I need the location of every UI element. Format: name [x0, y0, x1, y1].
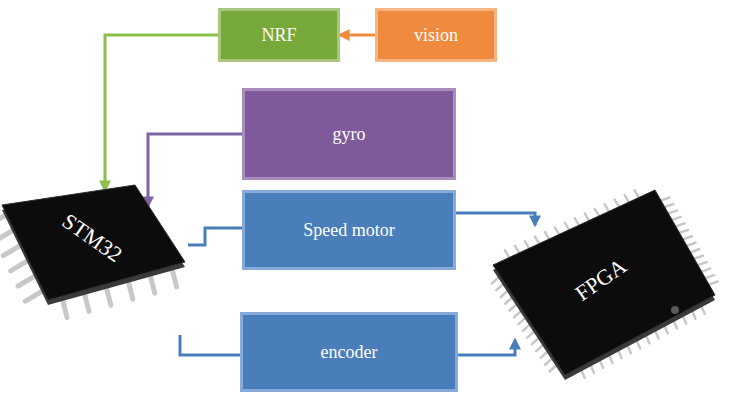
chip-pin — [679, 230, 688, 233]
chip-pin — [535, 237, 539, 244]
chip-pin — [545, 232, 549, 239]
chip-pin — [565, 223, 569, 230]
box-label: gyro — [333, 124, 366, 145]
connector-arrow — [188, 228, 242, 245]
chip-pin — [0, 230, 14, 241]
chip-pin — [709, 282, 718, 285]
chip-pin — [705, 275, 714, 278]
chip-pin — [635, 190, 639, 197]
vision-box: vision — [375, 8, 497, 62]
box-label: encoder — [321, 342, 378, 363]
chip-pin — [595, 209, 599, 216]
chip-pin — [668, 210, 677, 213]
chip-pin — [672, 217, 681, 220]
nrf-box: NRF — [218, 8, 340, 62]
chip-pin — [683, 236, 692, 239]
chip-pin — [687, 243, 696, 246]
chip-pin — [698, 262, 707, 265]
mcu-chip: STM32 — [0, 190, 188, 335]
chip-pin — [661, 198, 670, 201]
chip-pin — [665, 204, 674, 207]
chip-pin — [691, 249, 700, 252]
chip-pin — [605, 204, 609, 211]
chip-pin — [625, 195, 629, 202]
box-label: Speed motor — [303, 220, 395, 241]
chip-pin — [676, 223, 685, 226]
connector-arrow — [456, 213, 535, 225]
chip-pin — [18, 275, 36, 286]
connector-arrow — [105, 35, 218, 190]
connector-arrow — [148, 134, 242, 206]
connector-arrow — [458, 340, 515, 355]
chip-pin — [575, 218, 579, 225]
fpga-chip: FPGA — [493, 225, 725, 385]
chip-pin — [515, 246, 519, 253]
chip-pin — [694, 256, 703, 259]
chip-body — [493, 190, 715, 375]
box-label: vision — [414, 25, 458, 46]
chip-pin — [585, 214, 589, 221]
connector-arrow — [340, 34, 375, 37]
chip-pin — [11, 260, 29, 271]
chip-body — [2, 185, 185, 300]
gyro-box: gyro — [242, 88, 456, 180]
encoder-box: encoder — [240, 312, 458, 392]
chip-pin — [615, 200, 619, 207]
motor-box: Speed motor — [242, 190, 456, 270]
chip-pin — [505, 250, 509, 257]
connector-arrow — [180, 335, 240, 355]
pin1-dot — [671, 306, 679, 314]
chip-pin — [3, 245, 21, 256]
chip-pin — [702, 269, 711, 272]
chip-pin — [25, 291, 43, 302]
chip-outline — [493, 225, 725, 385]
chip-pin — [525, 241, 529, 248]
box-label: NRF — [261, 25, 296, 46]
chip-pin — [555, 227, 559, 234]
chip-outline — [0, 190, 188, 335]
